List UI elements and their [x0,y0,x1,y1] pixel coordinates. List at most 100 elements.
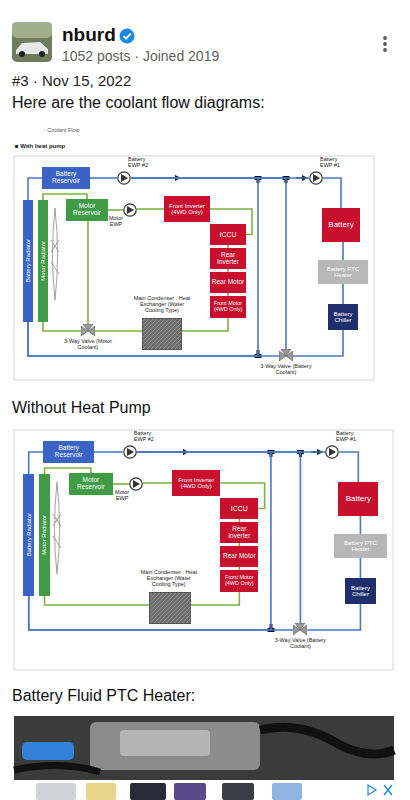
photo [14,716,394,780]
node-label: Battery [345,495,372,503]
ad-bar [0,780,410,800]
pump-symbol [118,172,130,184]
node-label: Motor EWP [107,490,137,502]
node-label: Front Inverter (4WD Only) [172,477,220,490]
ad-icon [368,785,376,795]
coolant-line [339,452,358,482]
photo [14,765,100,772]
diagram-frame [14,430,393,670]
coolant-line [94,451,123,453]
reservoir-box: Battery Reservoir [43,441,94,463]
coolant-line [342,284,344,304]
coolant-line [137,208,164,210]
heat-exchanger-box [149,592,191,624]
coolant-line [43,322,81,331]
pump-symbol: Motor EWP [123,203,137,217]
avatar-car [19,51,25,57]
caption-text: - Coolant Flow [44,127,79,133]
heat-exchanger-box [142,318,182,350]
valve-symbol: 3-Way Valve (Motor Coolant) [81,324,95,338]
fan-symbol [53,514,61,548]
user-info: 1052 posts · Joined 2019 [62,48,219,64]
pump-symbol: Motor EWP [129,477,143,491]
valve-symbol [293,623,307,637]
diagram-frame [14,156,374,380]
pump-symbol [325,445,339,459]
photo [260,727,394,754]
valve-symbol: 3-Way Valve (Battery Coolant) [293,623,307,637]
pump-symbol: Battery EWP #2 [117,171,131,185]
coolant-line [293,330,343,356]
photo [14,716,394,780]
node-label: Battery Radiator [25,513,33,556]
component-box: Front Motor (4WD Only) [220,570,258,592]
node-label: Battery PTC Heater [334,540,387,553]
coolant-line [182,318,228,331]
node-label: Motor Radiator [39,241,47,281]
component-box: Rear Motor [210,272,246,293]
pump-symbol [123,445,137,459]
caption-text: ■ With heat pump [15,143,65,150]
node-label: Rear Inverter [210,252,246,266]
ad-thumbnail [222,783,254,800]
node-label: Front Motor (4WD Only) [220,575,258,587]
photo [120,730,210,756]
radiator-bar: Motor Radiator [39,474,50,596]
component-box: Front Inverter (4WD Only) [172,470,220,496]
coolant-line [28,178,258,356]
coolant-line [29,452,44,474]
node-label: Rear Motor [222,553,257,560]
node-label: Battery EWP #2 [133,431,161,443]
ad-bar [0,780,410,800]
caption-text: Battery Fluid PTC Heater: [12,687,195,705]
node-label: Battery Radiator [24,239,32,282]
coolant-line [108,209,123,211]
pump-symbol [313,174,320,182]
coolant-line [191,592,239,605]
node-label: Battery Chiller [345,585,377,598]
ad-close [384,785,392,795]
coolant-line [131,178,286,349]
heat-exchanger-box [143,319,182,350]
pump-symbol [123,203,137,217]
coolant-line [143,482,172,484]
node-label: Battery Chiller [328,311,358,324]
valve-symbol [279,349,293,361]
node-label: Battery Reservoir [43,445,94,459]
node-label: Main Condenser : Heat Exchanger (Water C… [137,570,201,587]
pump-symbol [127,448,134,456]
component-box: Front Inverter (4WD Only) [164,196,210,222]
junction-marks [255,176,304,632]
ad-thumbnail [272,783,302,800]
component-box: Rear Inverter [220,522,258,543]
node-label: Motor Reservoir [69,477,113,491]
post-text: #3 · Nov 15, 2022 [12,72,131,89]
node-label: Rear Inverter [220,526,258,540]
valve-symbol [81,324,95,338]
ad-thumbnail [174,783,206,800]
node-label: 3-Way Valve (Battery Coolant) [267,638,333,650]
valve-symbol [81,324,95,336]
node-label: Battery Reservoir [42,171,90,185]
reservoir-box: Motor Reservoir [69,473,113,495]
radiator-bar: Battery Radiator [23,474,34,596]
coolant-line [342,242,344,260]
fan-symbol [53,208,58,300]
pump-symbol [133,480,140,488]
pump-symbol [309,171,323,185]
node-label: Main Condenser : Heat Exchanger (Water C… [130,296,194,313]
heat-exchanger-box: Main Condenser : Heat Exchanger (Water C… [149,592,191,624]
node-label: Battery [327,221,354,229]
reservoir-box: Motor Reservoir [66,199,108,221]
node-label: 3-Way Valve (Motor Coolant) [55,339,121,351]
pump-symbol [326,446,338,458]
reservoir-box: Battery Reservoir [42,167,90,189]
pump-symbol [310,172,322,184]
node-label: 3-Way Valve (Battery Coolant) [253,364,319,376]
coolant-line [95,330,142,332]
node-label: Battery PTC Heater [318,266,368,279]
node-label: Battery EWP #1 [335,431,363,443]
pump-symbol [124,204,136,216]
avatar-car [39,51,45,57]
coolant-line [360,516,362,534]
